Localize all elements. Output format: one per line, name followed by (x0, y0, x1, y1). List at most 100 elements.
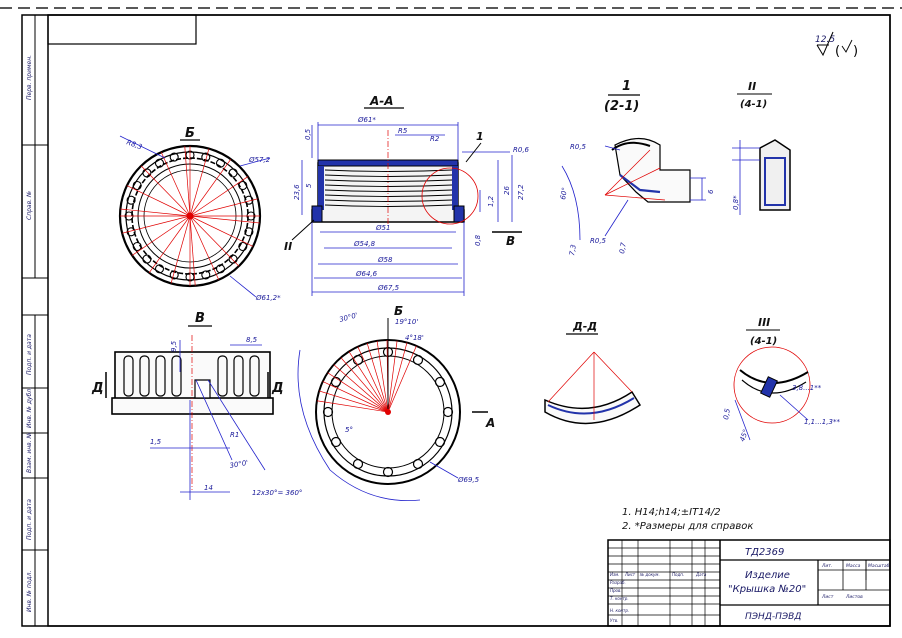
side-label-podp1: Подп. и дата (26, 334, 33, 375)
svg-text:): ) (853, 44, 858, 59)
section-dd-label: Д-Д (572, 320, 597, 333)
dim-r1: R1 (230, 431, 239, 439)
callout-v: В (506, 234, 515, 248)
dim-a5: 5° (345, 426, 353, 434)
dim-h23-6: 23,6 (293, 184, 301, 200)
note-1: 1. H14;h14;±IT14/2 (622, 507, 721, 518)
view-b: Б (118, 126, 262, 288)
tb-col-sheets: Листов (845, 594, 863, 600)
side-label-vzam: Взам. инв. № (26, 432, 33, 473)
dim-h5: 5 (305, 183, 313, 188)
callout-d-right: Д (271, 381, 284, 396)
side-label-perv: Перв. примен. (26, 55, 33, 100)
detail-ii: II (4-1) (732, 80, 791, 215)
tb-drawing-no: ТД2369 (745, 547, 784, 558)
dim-h1-5: 1,5 (150, 438, 162, 446)
dim-pattern: 12x30°= 360° (252, 489, 302, 497)
dim-d67-5: Ø67,5 (377, 284, 400, 292)
side-strip (22, 15, 48, 626)
section-aa: А-А (311, 94, 479, 225)
section-aa-label: А-А (369, 94, 394, 108)
tb-r-docnum: № докум. (639, 572, 660, 577)
tb-product: Изделие (745, 570, 790, 581)
dim-a60: 60° (559, 187, 569, 201)
dim-d64-6: Ø64,6 (355, 270, 378, 278)
dim-h1-2: 1,2 (487, 195, 495, 207)
callout-ii: II (284, 240, 292, 253)
tb-r-date: Дата (695, 572, 707, 577)
callout-b2: Б (394, 304, 403, 318)
detailII-ref: (4-1) (740, 99, 767, 110)
dim-d61: Ø61* (357, 116, 376, 124)
dim-h0-8: 0,8 (474, 234, 482, 246)
dim-a30b: 30°0' (338, 311, 358, 324)
view-b-label: Б (185, 126, 195, 141)
dim-a4-8: 4°18' (405, 334, 424, 342)
detailIII-ref: (4-1) (750, 336, 777, 347)
dim-h3-8: 3,8...1** (792, 384, 822, 392)
detail-1: 1 (2-1) (561, 79, 706, 241)
svg-text:12.5: 12.5 (815, 35, 835, 45)
tb-r-sign: Подп. (672, 572, 684, 577)
tb-col-sheet: Лист (821, 594, 834, 600)
detailII-num: II (748, 80, 756, 93)
tb-r-tkontr: Т. контр. (610, 596, 629, 601)
section-dd: Д-Д (544, 320, 642, 425)
callout-d-left: Д (91, 381, 104, 396)
top-left-stamp (47, 14, 197, 45)
svg-text:(: ( (835, 44, 840, 59)
dim-a19: 19°10' (395, 318, 418, 326)
title-block (607, 539, 891, 627)
dim-h0-5: 0,5 (304, 128, 312, 140)
side-label-sprav: Справ. № (26, 191, 33, 220)
dim-h0-8b: 0,8* (732, 195, 740, 210)
dim-d61-2: Ø61,2* (255, 294, 281, 302)
dim-d51: Ø51 (375, 224, 390, 232)
dim-h26: 26 (503, 186, 511, 195)
tb-r-prov: Пров. (610, 588, 622, 593)
view-bottom-circle (297, 318, 461, 501)
note-2: 2. *Размеры для справок (622, 521, 753, 532)
dim-a30: 30°0' (229, 459, 249, 470)
detail1-ref: (2-1) (604, 99, 639, 114)
dim-h1-1: 1,1...1,3** (804, 418, 840, 426)
tb-col-scale: Масштаб (868, 563, 890, 569)
tb-org: ПЭНД-ПЭВД (745, 612, 801, 622)
detailIII-num: III (758, 316, 770, 329)
tb-r-list: Лист (624, 572, 636, 577)
dim-h27-2: 27,2 (517, 184, 525, 200)
tb-r-nkontr: Н. контр. (610, 608, 629, 613)
tb-col-lit: Лит. (821, 563, 832, 569)
dim-h7-3: 7,3 (568, 244, 578, 256)
dim-r5: R5 (398, 127, 408, 135)
dim-h0-7: 0,7 (618, 241, 628, 254)
aa-dimensions (301, 122, 513, 296)
dim-r0-6: R0,6 (513, 146, 530, 154)
side-label-dubl: Инв. № дубл. (26, 387, 33, 428)
view-v: В (111, 311, 274, 500)
callout-a: А (485, 416, 495, 430)
roughness-symbol: 12.5 ( ) (815, 31, 858, 59)
tb-col-mass: Масса (846, 563, 861, 569)
dim-h8-5: 8,5 (246, 336, 258, 344)
dim-h9-5: 9,5 (170, 340, 178, 352)
dim-r0-5a: R0,5 (570, 143, 587, 151)
detail-iii: III (4-1) (733, 316, 811, 441)
tb-product-name: "Крышка №20" (728, 584, 806, 595)
tb-r-izm: Изм. (610, 572, 619, 577)
dim-d54-8: Ø54,8 (353, 240, 376, 248)
tb-r-razrab: Разраб. (610, 580, 626, 585)
inner-frame (47, 14, 891, 627)
dim-a45: 45° (738, 428, 750, 442)
dim-d57-2: Ø57,2 (248, 156, 271, 164)
dim-h14: 14 (204, 484, 213, 492)
dim-d69-5: Ø69,5 (457, 476, 480, 484)
callout-1: 1 (476, 130, 484, 143)
dim-h6: 6 (707, 189, 715, 194)
dim-h0-5b: 0,5 (722, 407, 732, 420)
side-label-podl: Инв. № подл. (26, 571, 33, 612)
dim-r2: R2 (430, 135, 440, 143)
dim-r0-5b: R0,5 (590, 237, 607, 245)
dim-d58: Ø58 (377, 256, 393, 264)
